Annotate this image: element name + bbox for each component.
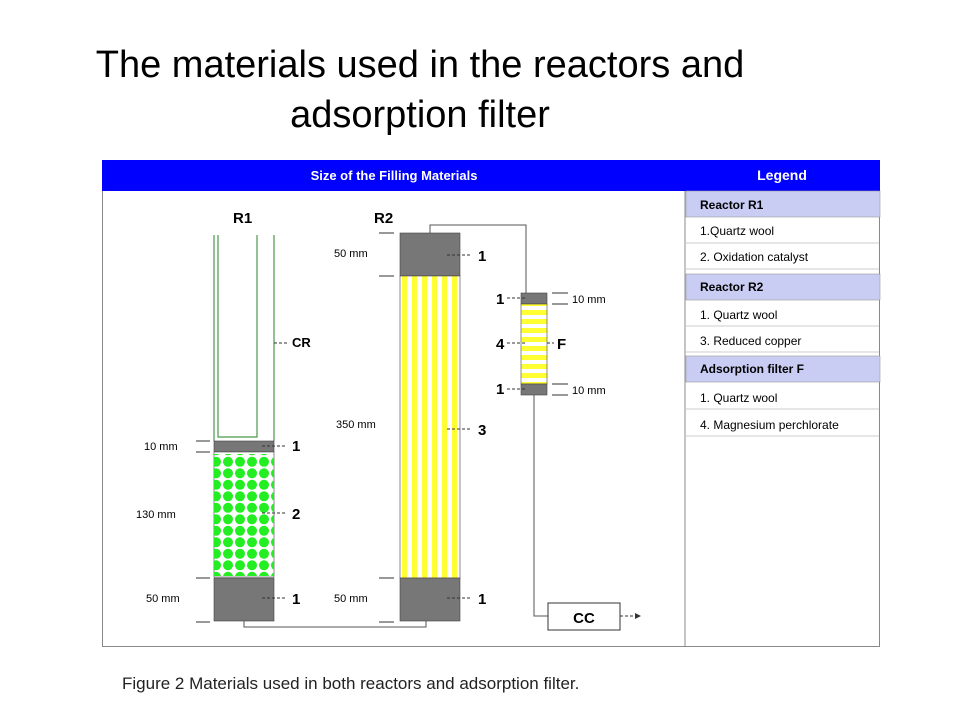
r1-callout-mid: 2 [292,506,300,523]
r1-inner-tube [217,235,258,438]
cc-label: CC [573,610,595,627]
filter-f-label: F [557,336,566,353]
materials-figure: Size of the Filling Materials Legend Rea… [102,157,882,647]
legend-item-text: 4. Magnesium perchlorate [700,418,839,432]
filter-to-cc-line [533,395,548,617]
legend-item-text: 1. Quartz wool [700,391,777,405]
reactor-r2: R2 50 mm 350 mm 50 mm 1 3 1 [334,210,527,623]
legend: Reactor R1 1.Quartz wool 2. Oxidation ca… [685,190,881,437]
header-right-text: Legend [757,167,807,183]
figure-caption: Figure 2 Materials used in both reactors… [122,674,580,693]
legend-section-row [685,355,881,383]
filter-dim-top: 10 mm [572,294,606,306]
r2-label: R2 [374,210,393,227]
r2-callout-mid: 3 [478,422,486,439]
r1-quartz-wool-bottom [213,577,275,622]
r2-quartz-wool-bottom [399,577,461,622]
legend-item-text: 1.Quartz wool [700,224,774,238]
adsorption-filter: 10 mm 10 mm 1 4 1 F [496,291,606,617]
legend-section-text: Adsorption filter F [700,362,804,376]
filter-callout-bottom: 1 [496,381,504,398]
r2-dim-top: 50 mm [334,248,368,260]
r2-dim-mid: 350 mm [336,419,376,431]
legend-item-text: 2. Oxidation catalyst [700,250,809,264]
filter-callout-top: 1 [496,291,504,308]
cc-unit: CC [547,602,641,631]
filter-callout-mid: 4 [496,336,505,353]
r2-to-filter-line [429,224,527,293]
r1-catalyst-dots [214,454,274,576]
legend-section-row [685,273,881,301]
legend-section-text: Reactor R1 [700,198,764,212]
header-left-text: Size of the Filling Materials [311,168,478,183]
r1-dim-mid: 130 mm [136,509,176,521]
filter-dim-bottom: 10 mm [572,385,606,397]
r1-dim-top: 10 mm [144,441,178,453]
r1-to-r2-line [243,621,427,628]
r2-callout-bottom: 1 [478,591,486,608]
r1-dim-bottom: 50 mm [146,593,180,605]
filter-magnesium-perchlorate [520,303,548,385]
legend-section-row [685,190,881,218]
header-right-bg [685,160,880,191]
r1-label: R1 [233,210,252,227]
header-left-bg [102,160,685,191]
legend-section-text: Reactor R2 [700,280,764,294]
r2-reduced-copper [399,275,461,579]
r2-callout-top: 1 [478,248,486,265]
arrow-right-icon [635,613,641,619]
materials-figure-svg: Size of the Filling Materials Legend Rea… [102,160,881,647]
slide-title: The materials used in the reactors and a… [60,40,780,140]
slide-title-line-2: adsorption filter [290,94,550,136]
cc-box [547,602,621,631]
r2-dim-bottom: 50 mm [334,593,368,605]
r1-callout-top: 1 [292,438,300,455]
legend-item-text: 1. Quartz wool [700,308,777,322]
slide-title-line-1: The materials used in the reactors and [95,44,745,86]
r1-callout-bottom: 1 [292,591,300,608]
legend-item-text: 3. Reduced copper [700,334,801,348]
reactor-r1: R1 10 mm 130 mm 50 mm CR 1 2 1 [136,210,427,628]
r2-quartz-wool-top [399,232,461,277]
r1-cr-label: CR [292,335,311,350]
